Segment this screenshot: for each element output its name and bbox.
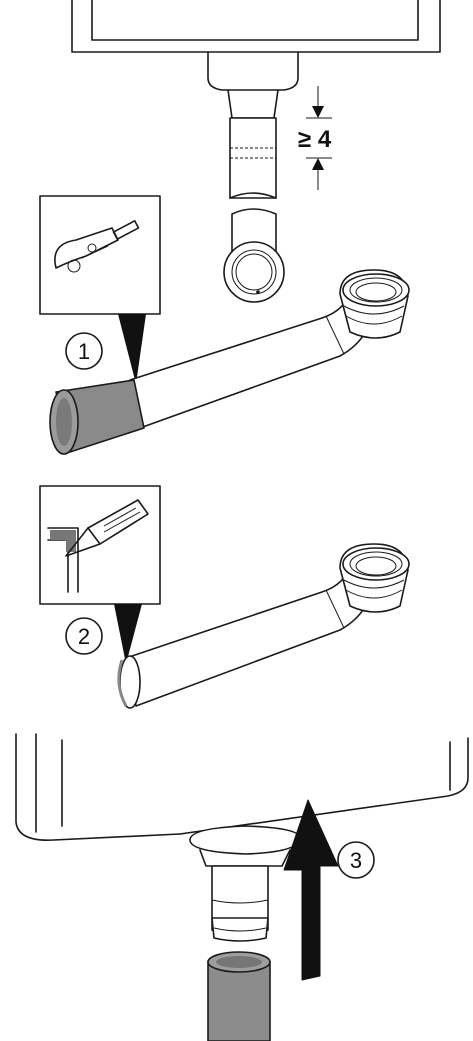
drain-collar	[207, 51, 299, 91]
cut-pipe-lower	[207, 951, 271, 1041]
step-3-number: 3	[350, 848, 362, 873]
step-1-number: 1	[78, 339, 90, 364]
step-1: 1	[39, 195, 410, 455]
pipe-cutter-icon	[54, 220, 140, 273]
top-drain-assembly: ≥ 4	[71, 0, 441, 199]
step-3: 3	[15, 733, 469, 1041]
step-2-number: 2	[78, 624, 90, 649]
callout-pointer-1	[118, 314, 146, 384]
step-2: 2	[39, 485, 410, 709]
deburring-knife-icon	[47, 499, 149, 593]
dimension-label: ≥ 4	[298, 126, 332, 153]
callout-pointer-2	[114, 604, 142, 664]
elbow-socket-1	[339, 269, 410, 339]
deburring-panel	[39, 485, 161, 605]
elbow-socket-2	[339, 543, 410, 613]
drain-outlet-lower	[189, 825, 301, 942]
pipe-with-cut-section	[49, 269, 410, 455]
pipe-deburred	[117, 543, 410, 709]
basin-outline-top	[71, 0, 441, 53]
arrow-up-icon	[283, 799, 339, 981]
pipe-cutter-panel	[39, 195, 161, 315]
basin-lower	[15, 733, 469, 841]
trap-elbow-fragment	[223, 208, 285, 303]
